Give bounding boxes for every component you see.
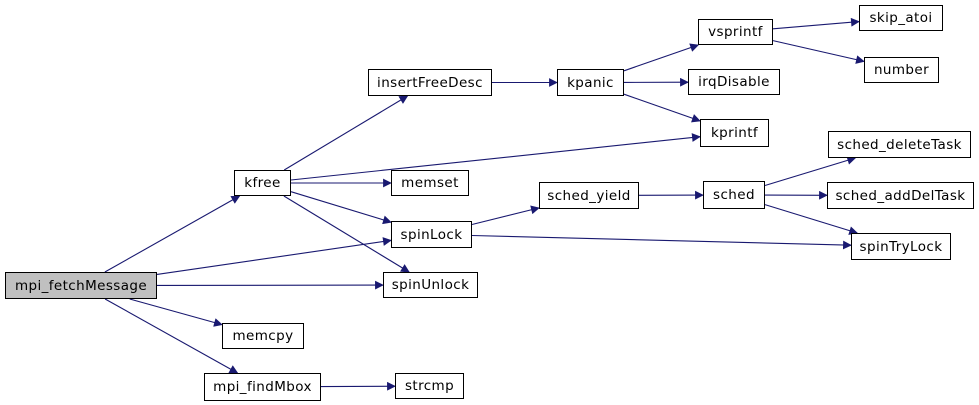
call-edge-mpi_fetchMessage-to-kfree <box>104 195 241 273</box>
graph-node-sched_yield[interactable]: sched_yield <box>539 182 639 209</box>
graph-node-irqDisable[interactable]: irqDisable <box>688 69 780 95</box>
graph-node-sched[interactable]: sched <box>703 181 765 209</box>
call-edge-mpi_fetchMessage-to-spinLock <box>156 237 392 275</box>
graph-node-memcpy[interactable]: memcpy <box>222 323 304 349</box>
graph-node-sched_deleteTask[interactable]: sched_deleteTask <box>828 131 971 158</box>
graph-node-sched_addDelTask[interactable]: sched_addDelTask <box>827 182 974 209</box>
call-edge-kpanic-to-vsprintf <box>623 43 700 72</box>
call-edge-spinLock-to-sched_yield <box>471 205 540 226</box>
call-edge-vsprintf-to-skip_atoi <box>772 17 860 30</box>
call-edge-kfree-to-insertFreeDesc <box>283 95 409 171</box>
call-edge-spinLock-to-spinTryLock <box>471 234 852 250</box>
graph-node-mpi_findMbox[interactable]: mpi_findMbox <box>204 373 321 401</box>
graph-node-number[interactable]: number <box>864 57 939 83</box>
call-edge-kfree-to-spinLock <box>290 191 392 225</box>
graph-node-kprintf[interactable]: kprintf <box>700 119 769 147</box>
call-edge-vsprintf-to-number <box>772 40 865 64</box>
graph-node-insertFreeDesc[interactable]: insertFreeDesc <box>368 69 492 96</box>
graph-node-memset[interactable]: memset <box>391 170 469 196</box>
graph-node-spinLock[interactable]: spinLock <box>391 221 472 248</box>
graph-node-spinUnlock[interactable]: spinUnlock <box>383 272 478 298</box>
graph-node-kfree[interactable]: kfree <box>234 170 291 196</box>
graph-node-kpanic[interactable]: kpanic <box>557 69 624 96</box>
graph-node-strcmp[interactable]: strcmp <box>395 373 464 399</box>
call-edge-mpi_fetchMessage-to-mpi_findMbox <box>104 298 239 374</box>
call-edge-kpanic-to-kprintf <box>623 93 701 123</box>
call-edge-kfree-to-kprintf <box>290 133 701 181</box>
call-edge-sched-to-sched_deleteTask <box>764 156 857 187</box>
graph-node-spinTryLock[interactable]: spinTryLock <box>851 233 951 260</box>
call-edge-mpi_fetchMessage-to-memcpy <box>129 298 223 327</box>
graph-node-mpi_fetchMessage[interactable]: mpi_fetchMessage <box>5 272 157 299</box>
graph-node-vsprintf[interactable]: vsprintf <box>698 19 773 45</box>
graph-node-skip_atoi[interactable]: skip_atoi <box>859 5 943 31</box>
call-edge-sched-to-spinTryLock <box>764 204 859 235</box>
call-edge-kfree-to-spinUnlock <box>283 195 410 273</box>
